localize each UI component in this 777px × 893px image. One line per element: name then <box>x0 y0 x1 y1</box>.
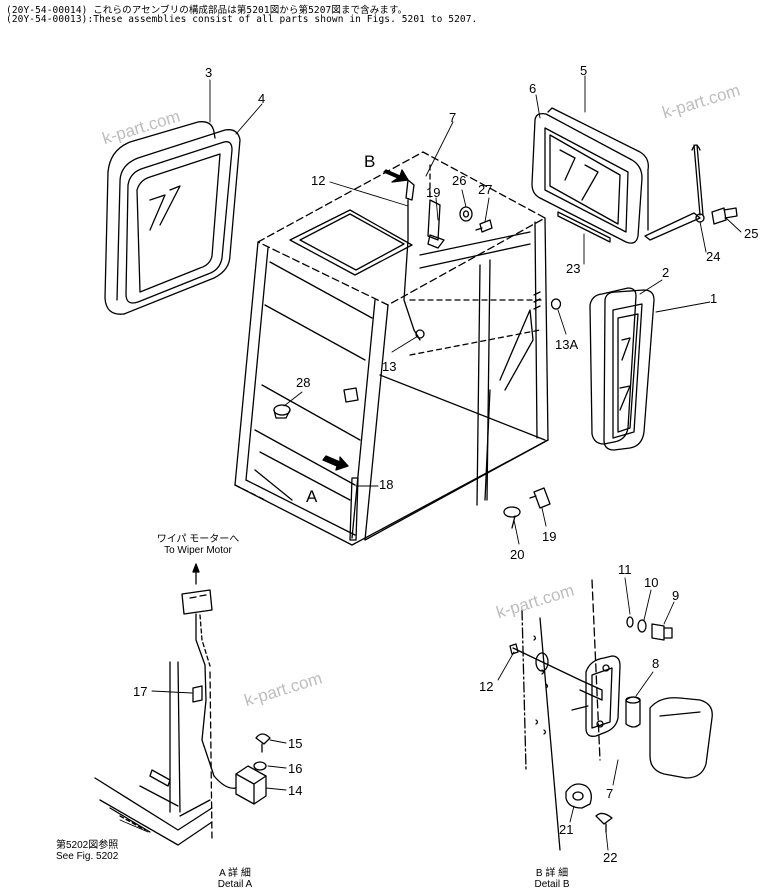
detail-a-drawing <box>95 564 286 845</box>
callout-4: 4 <box>258 91 266 106</box>
callout-b-12: 12 <box>479 679 494 694</box>
callout-19-top: 19 <box>426 185 441 200</box>
callout-b-8: 8 <box>652 656 660 671</box>
view-arrow-a-label: A <box>306 487 318 506</box>
see-fig-5202-note: 第5202図参照 See Fig. 5202 <box>56 840 146 862</box>
callout-b-11: 11 <box>618 562 632 577</box>
callout-b-7: 7 <box>606 786 614 801</box>
window-rear-left <box>105 122 240 314</box>
callout-28: 28 <box>296 375 311 390</box>
callout-14: 14 <box>288 783 303 798</box>
callout-20: 20 <box>510 547 525 562</box>
callout-19-bottom: 19 <box>542 529 557 544</box>
callout-6: 6 <box>529 81 537 96</box>
callout-2: 2 <box>662 265 670 280</box>
callout-26: 26 <box>452 173 467 188</box>
callout-16: 16 <box>288 761 303 776</box>
cab-hardware <box>274 170 561 540</box>
leader-lines <box>210 76 741 544</box>
see-fig-en: See Fig. 5202 <box>56 851 119 862</box>
callout-b-9: 9 <box>672 588 680 603</box>
header-line-jp: (20Y-54-00014) これらのアセンブリの構成部品は第5201図から第5… <box>6 5 408 16</box>
see-fig-jp: 第5202図参照 <box>56 840 119 851</box>
cab-frame <box>235 152 548 545</box>
callout-5: 5 <box>580 63 588 78</box>
callout-b-10: 10 <box>644 575 659 590</box>
detail-b-title-jp: B 詳 細 <box>535 868 569 879</box>
callout-7: 7 <box>449 110 457 125</box>
to-wiper-motor-jp: ワイパ モーターへ <box>156 534 240 545</box>
detail-a-title-en: Detail A <box>217 879 253 890</box>
wiper-arm <box>645 145 737 240</box>
header-line-en: (20Y-54-00013):These assemblies consist … <box>6 14 478 25</box>
callout-24: 24 <box>706 249 721 264</box>
callout-17: 17 <box>133 684 148 699</box>
detail-b-title: B 詳 細 Detail B <box>512 868 592 890</box>
callout-1: 1 <box>710 291 718 306</box>
detail-b-title-en: Detail B <box>534 879 570 890</box>
callout-23: 23 <box>566 261 581 276</box>
detail-b-drawing <box>498 578 712 850</box>
callout-27: 27 <box>478 182 493 197</box>
window-right <box>590 288 654 450</box>
to-wiper-motor-note: ワイパ モーターへ To Wiper Motor <box>148 534 248 556</box>
detail-a-title: A 詳 細 Detail A <box>195 868 275 890</box>
callout-3: 3 <box>205 65 213 80</box>
callout-15: 15 <box>288 736 303 751</box>
callout-b-22: 22 <box>603 850 618 865</box>
callout-b-21: 21 <box>559 822 574 837</box>
callout-13a: 13A <box>555 337 579 352</box>
callout-18: 18 <box>379 477 394 492</box>
callout-25: 25 <box>744 226 759 241</box>
view-arrow-b-label: B <box>364 152 376 171</box>
callout-13: 13 <box>382 359 397 374</box>
to-wiper-motor-en: To Wiper Motor <box>164 545 232 556</box>
detail-a-title-jp: A 詳 細 <box>219 868 251 879</box>
callout-12: 12 <box>311 173 326 188</box>
window-upper-right <box>532 108 648 243</box>
